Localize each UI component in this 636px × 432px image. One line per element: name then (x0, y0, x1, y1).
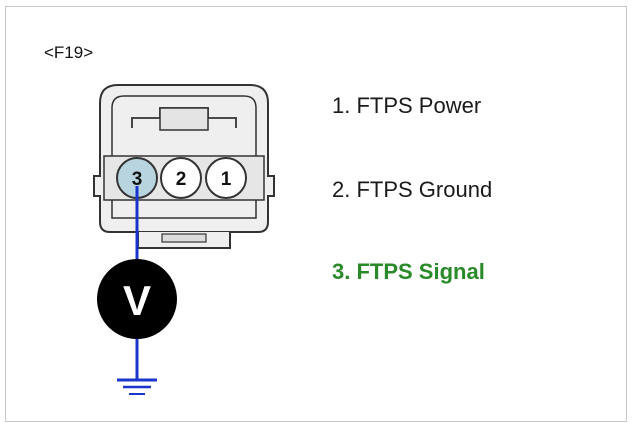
voltmeter-label: V (123, 277, 151, 324)
pin-2-label: 2 (176, 169, 187, 190)
connector-inner-shell (111, 95, 257, 219)
legend-item-2: 2. FTPS Ground (332, 177, 493, 202)
pin-2: 2 (160, 157, 202, 199)
pin-1-label: 1 (221, 169, 232, 190)
voltmeter-icon (97, 259, 177, 339)
pin-1-circle (205, 157, 247, 199)
legend-item-1: 1. FTPS Power (332, 93, 482, 118)
connector-latch-bar (159, 107, 209, 131)
pin-3-label: 3 (132, 169, 143, 190)
ground-icon (117, 378, 157, 395)
connector-id-label: <F19> (44, 43, 94, 62)
connector-bottom-slot (161, 233, 207, 243)
legend-item-3: 3. FTPS Signal (332, 259, 485, 284)
pin-1: 1 (205, 157, 247, 199)
pin-2-circle (160, 157, 202, 199)
